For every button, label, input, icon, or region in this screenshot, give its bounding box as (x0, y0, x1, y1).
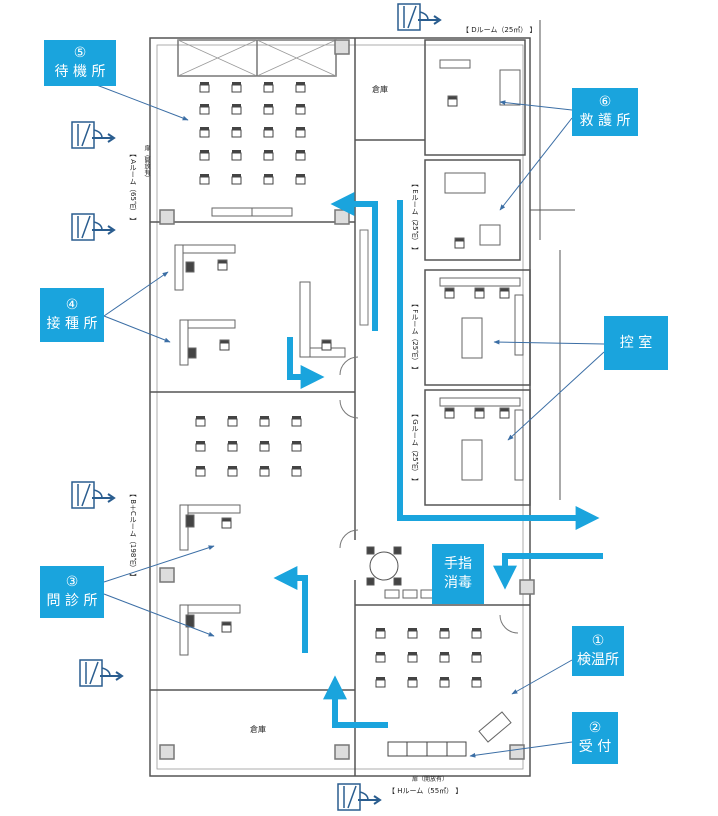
door-note-side: 扉（開放有） (143, 145, 150, 181)
temperature-check-callout: ① 検温所 (572, 626, 624, 676)
consultation-number: ③ (65, 574, 79, 590)
waiting-label: 待 機 所 (54, 64, 106, 80)
a-room-label: 【 Aルーム（65㎡） 】 (129, 150, 137, 225)
hand-sanitizer-callout: 手指 消毒 (432, 544, 484, 604)
flow-arrow-control (397, 200, 600, 530)
consultation-label: 問 診 所 (46, 593, 98, 609)
consultation-desks (179, 504, 241, 656)
h-room-label: 【 Hルーム（55㎡） 】 (388, 787, 463, 795)
building-walls (149, 20, 575, 777)
exit-door-icon (71, 213, 115, 241)
flow-arrow-entrance (493, 553, 603, 590)
storage-top-label: 倉庫 (372, 85, 388, 94)
waiting-number: ⑤ (73, 45, 87, 61)
temperature-label: 検温所 (577, 652, 619, 668)
control-label: 控 室 (619, 334, 653, 351)
vaccination-number: ④ (65, 297, 79, 313)
flow-arrows (273, 192, 603, 728)
exit-door-icon (337, 783, 381, 811)
temperature-number: ① (591, 633, 605, 649)
sanitize-line2: 消毒 (444, 575, 472, 591)
bc-room-chairs (195, 415, 302, 477)
exit-door-icon (397, 3, 441, 31)
sanitize-line1: 手指 (444, 556, 472, 572)
door-note-bottom: 扉（開放有） (412, 776, 449, 783)
e-room-label: 【 Eルーム（25㎡） 】 (411, 180, 419, 254)
round-table (366, 546, 402, 586)
rescue-area-callout: ⑥ 救 護 所 (572, 88, 638, 136)
flow-arrow-vaccination (287, 337, 325, 389)
control-room-callout: 控 室 (604, 316, 668, 370)
leader-lines (93, 83, 605, 758)
reception-callout: ② 受 付 (572, 712, 618, 764)
reception-label: 受 付 (578, 739, 612, 755)
reception-counter (387, 741, 467, 757)
flow-arrow-consultation (273, 566, 308, 653)
d-room-label: 【 Dルーム（25㎡） 】 (462, 26, 537, 34)
exit-door-icons (71, 3, 441, 811)
temperature-chairs (375, 589, 512, 743)
bc-room-label: 【 B＋Cルーム（198㎡） 】 (129, 490, 137, 581)
rescue-number: ⑥ (598, 94, 612, 110)
g-room-label: 【 Gルーム（25㎡） 】 (411, 410, 419, 485)
storage-bottom-label: 倉庫 (250, 725, 266, 734)
exit-door-icon (71, 481, 115, 509)
f-room-label: 【 Fルーム（25㎡） 】 (411, 300, 419, 374)
reception-number: ② (588, 720, 602, 736)
vaccination-label: 接 種 所 (46, 316, 98, 332)
rescue-label: 救 護 所 (579, 113, 631, 129)
flow-arrow-waiting (330, 192, 378, 331)
exit-door-icon (79, 659, 123, 687)
consultation-area-callout: ③ 問 診 所 (40, 566, 104, 618)
control-room-furniture (439, 59, 524, 481)
vaccination-area-callout: ④ 接 種 所 (40, 288, 104, 342)
exit-door-icon (71, 121, 115, 149)
waiting-chairs (199, 81, 306, 217)
vaccination-desks (174, 244, 346, 366)
flow-arrow-reception (323, 675, 388, 728)
waiting-area-callout: ⑤ 待 機 所 (44, 40, 116, 86)
